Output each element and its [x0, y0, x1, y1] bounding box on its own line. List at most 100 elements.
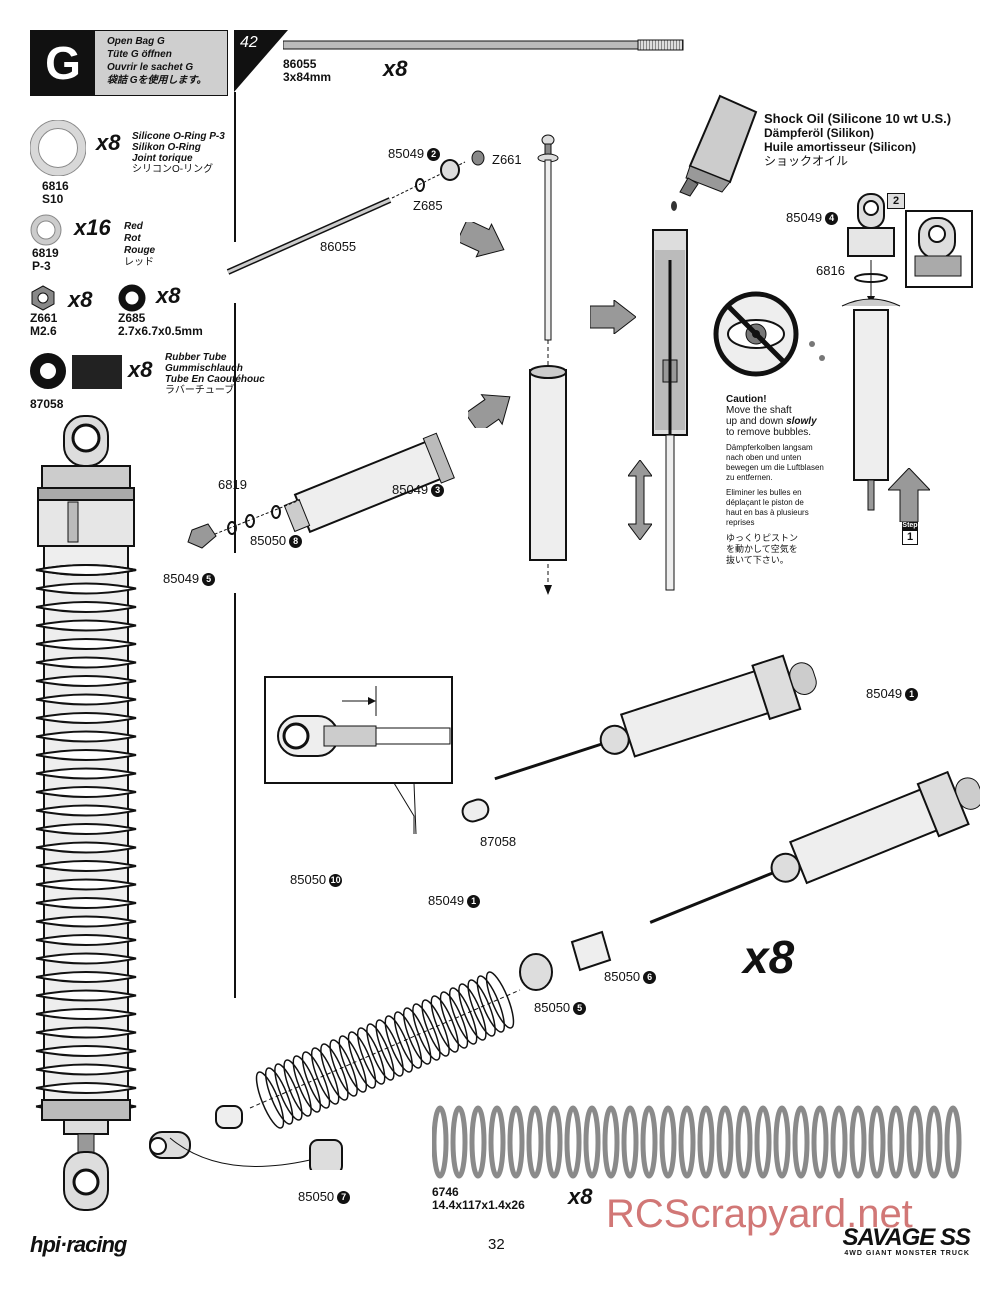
bag-line-en: Open Bag G	[107, 36, 165, 47]
part-6819-label: 6819 P-3	[32, 247, 59, 273]
part-87058-name-fr: Tube En Caoutéhouc	[165, 374, 265, 385]
shaft-into-body-drawing	[529, 134, 567, 595]
caution-de-3: bewegen um die Luftblasen	[726, 463, 824, 472]
bag-line-jp: 袋詰 Gを使用します。	[107, 75, 207, 86]
direction-arrow-2-icon	[468, 394, 511, 428]
caution-fr-4: reprises	[726, 518, 755, 527]
part-87058-names: Rubber Tube Gummischlauch Tube En Caouté…	[165, 352, 265, 396]
part-z661-id: Z661	[30, 311, 58, 325]
callout-z661: Z661	[492, 152, 522, 167]
completed-shock-drawing	[35, 415, 137, 1211]
bag-header: G Open Bag G Tüte G öffnen Ouvrir le sac…	[30, 30, 228, 96]
part-6819-id: 6819	[32, 246, 59, 260]
caution-de-1: Dämpferkolben langsam	[726, 443, 813, 452]
callout-85049-5-badge: 5	[202, 573, 216, 587]
lower-spring-coils	[255, 971, 515, 1129]
divider-line-top	[234, 92, 236, 242]
product-name: SAVAGE SS	[842, 1224, 971, 1251]
up-arrow-icon	[888, 468, 930, 522]
part-6819-qty: x16	[74, 215, 111, 240]
shock-assembly-lower	[149, 770, 980, 1170]
direction-arrow-3-icon	[590, 300, 636, 334]
caution-jp-1: ゆっくりピストン	[726, 533, 799, 543]
part-z685-desc: 2.7x6.7x0.5mm	[118, 324, 203, 338]
shock-oil-bottle-icon	[671, 94, 758, 211]
part-z661-desc: M2.6	[30, 324, 57, 338]
caution-jp: ゆっくりピストン を動かして空気を 抜いて下さい。	[726, 533, 826, 566]
shock-oil-en: Shock Oil (Silicone 10 wt U.S.)	[764, 111, 952, 126]
rubber-tube-87058-icon	[30, 353, 122, 389]
part-6819-name-jp: レッド	[124, 257, 154, 268]
caution-en-2a: up and down	[726, 416, 787, 427]
caution-en-3: to remove bubbles.	[726, 427, 812, 438]
part-6819-names: Red Rot Rouge レッド	[124, 221, 155, 269]
step-number-tab: 42	[234, 30, 288, 97]
callout-85050-6-text: 85050	[604, 969, 641, 984]
bag-line-fr: Ouvrir le sachet G	[107, 62, 194, 73]
part-86055-id: 86055	[283, 57, 317, 71]
part-6816-desc: S10	[42, 192, 64, 206]
spring-6746-desc: 14.4x117x1.4x26	[432, 1198, 525, 1212]
part-6819-name-en: Red	[124, 221, 143, 232]
step-box-value: 1	[902, 530, 918, 545]
inset-step-number: 2	[892, 195, 900, 207]
direction-arrow-1-icon	[460, 222, 505, 258]
part-86055-qty: x8	[383, 56, 408, 81]
caution-en-2b: slowly	[786, 416, 817, 427]
part-87058-qty: x8	[128, 357, 153, 382]
callout-85050-5-text: 85050	[534, 1000, 571, 1015]
caution-de-2: nach oben und unten	[726, 453, 802, 462]
nut-z661-icon	[31, 285, 55, 311]
callout-85050-7-badge: 7	[337, 1191, 351, 1205]
shock-oil-label: Shock Oil (Silicone 10 wt U.S.) Dämpferö…	[764, 111, 952, 169]
watermark: RCScrapyard.net	[606, 1192, 913, 1236]
spring-6746-label: 6746 14.4x117x1.4x26	[432, 1186, 525, 1212]
callout-85050-6-badge: 6	[643, 971, 657, 985]
caution-de: Dämpferkolben langsam nach oben und unte…	[726, 443, 826, 483]
callout-85049-4-badge: 4	[825, 212, 839, 226]
part-6819-name-de: Rot	[124, 233, 141, 244]
callout-85049-1b-badge: 1	[467, 895, 481, 909]
part-87058-name-en: Rubber Tube	[165, 352, 227, 363]
part-6816-label: 6816 S10	[42, 180, 69, 206]
bag-text: Open Bag G Tüte G öffnen Ouvrir le sache…	[95, 31, 227, 95]
inset-step-badge: 2	[887, 193, 905, 209]
part-87058-label: 87058	[30, 398, 63, 411]
callout-85049-3-badge: 3	[431, 484, 445, 498]
callout-86055: 86055	[320, 239, 357, 254]
callout-85049-1a-badge: 1	[905, 688, 919, 702]
oring-6819-icon	[30, 214, 62, 246]
callout-85050-5-badge: 5	[573, 1002, 587, 1016]
callout-6816: 6816	[816, 263, 845, 278]
savage-ss-logo: SAVAGE SS 4WD GIANT MONSTER TRUCK	[800, 1224, 971, 1258]
page-number: 32	[488, 1236, 505, 1253]
hpi-racing-logo: hpi·racing	[30, 1232, 127, 1257]
step-box-label: Step	[902, 522, 918, 530]
shock-oil-de: Dämpferöl (Silikon)	[764, 126, 875, 140]
part-87058-id: 87058	[30, 397, 64, 411]
part-6816-qty: x8	[96, 130, 121, 155]
part-87058-name-de: Gummischlauch	[165, 363, 243, 374]
callout-z685: Z685	[413, 198, 443, 213]
spring-6746-qty: x8	[568, 1184, 593, 1209]
no-eye-warning-icon	[713, 291, 825, 377]
callout-85050-7-text: 85050	[298, 1189, 335, 1204]
bag-letter-box: G	[31, 31, 95, 95]
caution-de-4: zu entfernen.	[726, 473, 773, 482]
part-6816-name-jp: シリコンO-リング	[132, 164, 214, 175]
part-6819-name-fr: Rouge	[124, 245, 156, 256]
callout-85049-3-text: 85049	[392, 482, 429, 497]
part-6819-desc: P-3	[32, 259, 51, 273]
spring-6746-drawing	[432, 1105, 962, 1179]
caution-en-1: Move the shaft	[726, 405, 792, 416]
body-with-oil-drawing	[652, 229, 688, 591]
